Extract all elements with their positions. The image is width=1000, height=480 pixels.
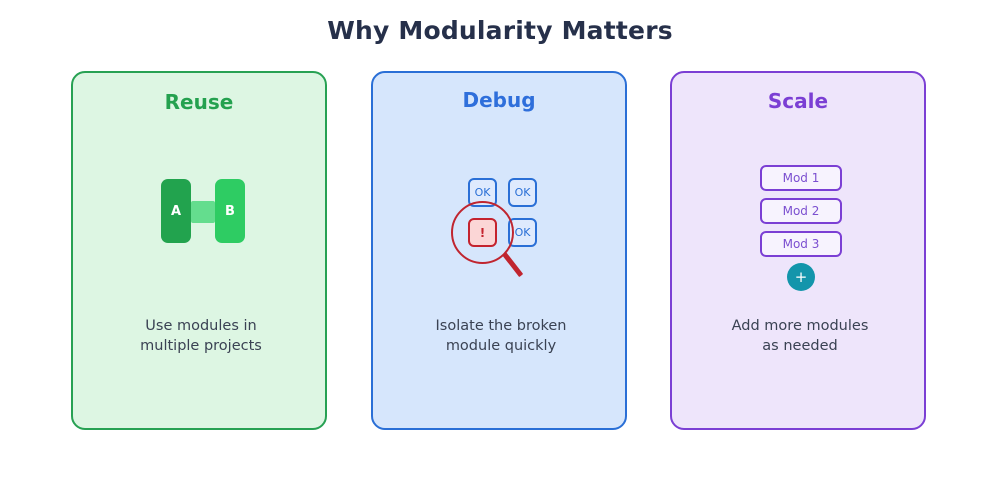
module-item-2: Mod 2: [760, 198, 842, 224]
card-title-debug: Debug: [462, 88, 536, 112]
magnifier-handle-icon: [502, 251, 524, 278]
caption-line-1: Isolate the broken: [435, 318, 567, 334]
add-module-button[interactable]: +: [787, 263, 815, 291]
module-item-3: Mod 3: [760, 231, 842, 257]
module-status-ok-2: OK: [508, 178, 537, 207]
caption-line-2: multiple projects: [140, 338, 262, 354]
card-caption-reuse: Use modules in multiple projects: [81, 316, 321, 356]
caption-line-1: Add more modules: [731, 318, 869, 334]
module-block-a: A: [161, 179, 191, 243]
module-connector: [191, 201, 215, 223]
caption-line-2: as needed: [762, 338, 838, 354]
page-title: Why Modularity Matters: [327, 16, 673, 45]
magnifier-icon: [451, 201, 514, 264]
card-caption-scale: Add more modules as needed: [680, 316, 920, 356]
card-debug[interactable]: Debug OK OK OK ! Isolate the broken modu…: [371, 71, 627, 430]
card-title-reuse: Reuse: [164, 90, 234, 114]
reuse-illustration: A B: [73, 73, 325, 428]
card-caption-debug: Isolate the broken module quickly: [381, 316, 621, 356]
card-title-scale: Scale: [767, 89, 829, 113]
card-scale[interactable]: Scale Mod 1 Mod 2 Mod 3 + Add more modul…: [670, 71, 926, 430]
debug-illustration: OK OK OK !: [373, 73, 625, 428]
module-block-b: B: [215, 179, 245, 243]
card-reuse[interactable]: Reuse A B Use modules in multiple projec…: [71, 71, 327, 430]
module-item-1: Mod 1: [760, 165, 842, 191]
caption-line-1: Use modules in: [145, 318, 257, 334]
scale-illustration: Mod 1 Mod 2 Mod 3 +: [672, 73, 924, 428]
caption-line-2: module quickly: [445, 338, 557, 354]
